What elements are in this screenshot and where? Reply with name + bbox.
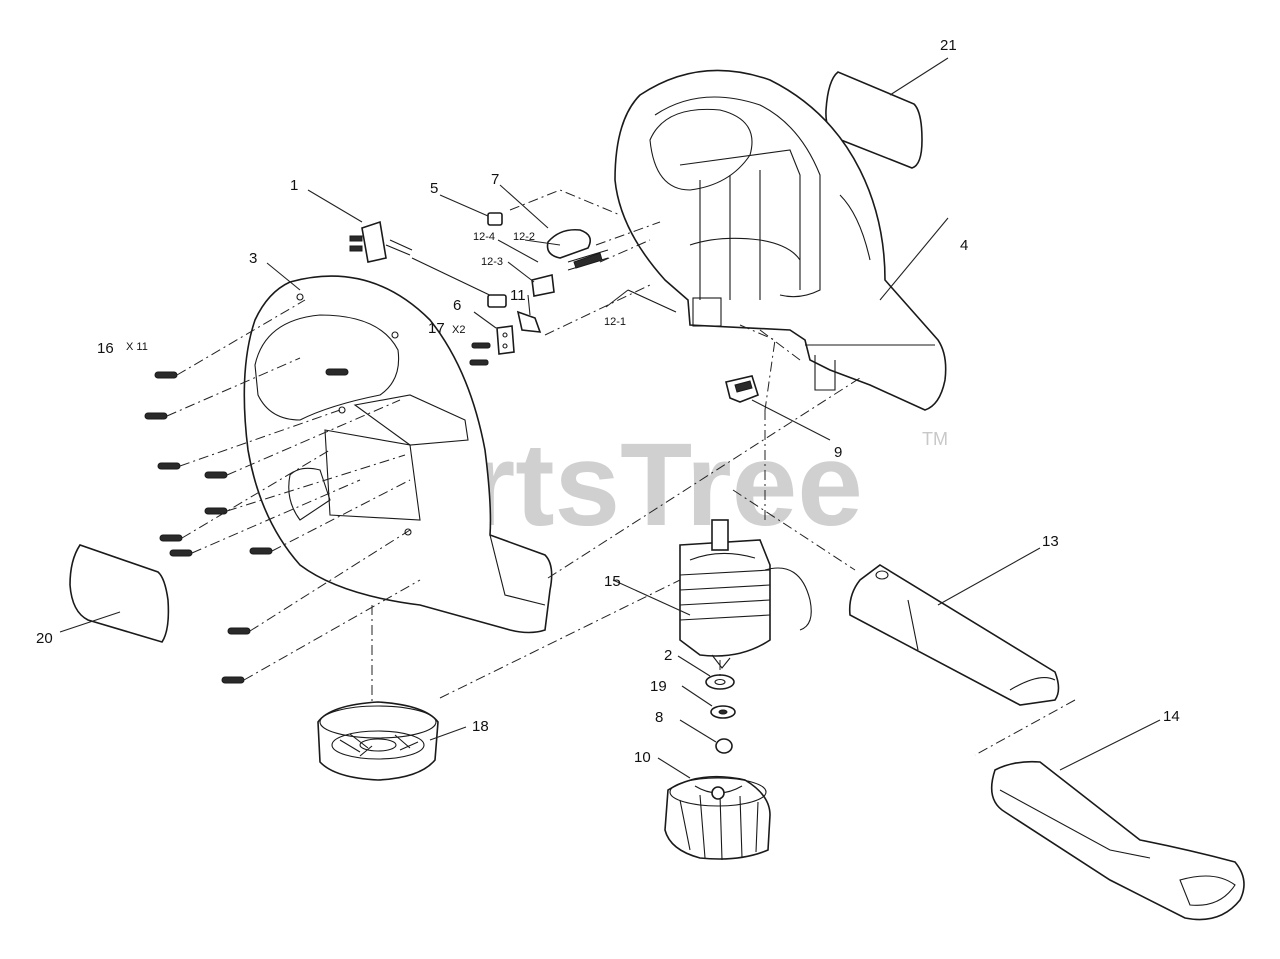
screw: [159, 534, 183, 542]
screw: [325, 368, 349, 376]
screw: [227, 627, 251, 635]
spacer-8: [715, 738, 733, 754]
switch-knob-7: [546, 228, 591, 259]
switch-body-11: [516, 310, 542, 333]
callout-12-3: 12-3: [481, 256, 503, 268]
callout-19: 19: [650, 678, 667, 695]
callout-8: 8: [655, 709, 663, 726]
screw-set-16: [144, 368, 349, 684]
callout-14: 14: [1163, 708, 1180, 725]
power-cord-plug-1: [349, 220, 507, 308]
callout-7: 7: [491, 171, 499, 188]
callout-11: 11: [510, 287, 526, 304]
screw: [144, 412, 168, 420]
motor-15: [679, 519, 812, 669]
screw: [204, 471, 228, 479]
callout-10: 10: [634, 749, 651, 766]
bracket-6: [496, 325, 515, 355]
callout-12-1: 12-1: [604, 316, 626, 328]
callout-1: 1: [290, 177, 298, 194]
callout-16: 16: [97, 340, 114, 357]
callout-17: 17: [428, 320, 445, 337]
blower-tube-13: [848, 564, 1060, 706]
callout-20: 20: [36, 630, 53, 647]
cord-clip-9: [725, 375, 759, 403]
screw: [169, 549, 193, 557]
fan-impeller-10: [664, 775, 771, 861]
label-decal-20: [69, 544, 170, 643]
callout-4: 4: [960, 237, 968, 254]
callout-5: 5: [430, 180, 438, 197]
label-decal-21: [825, 71, 923, 169]
callout-16-quantity: X 11: [126, 341, 148, 353]
screw: [157, 462, 181, 470]
callout-2: 2: [664, 647, 672, 664]
callout-3: 3: [249, 250, 257, 267]
concentrator-nozzle-14: [990, 760, 1245, 921]
callout-17-quantity: X2: [452, 324, 465, 336]
callout-9: 9: [834, 444, 842, 461]
switch-assembly: [487, 212, 609, 333]
callout-15: 15: [604, 573, 621, 590]
screw: [249, 547, 273, 555]
callout-18: 18: [472, 718, 489, 735]
screw: [154, 371, 178, 379]
screw-set-17: [469, 342, 491, 366]
nut-19: [710, 705, 736, 719]
housing-rear-half: [614, 69, 947, 411]
callout-13: 13: [1042, 533, 1059, 550]
washer-2: [705, 674, 735, 690]
switch-cover-5: [487, 212, 503, 226]
callout-12-2: 12-2: [513, 231, 535, 243]
callout-12-4: 12-4: [473, 231, 495, 243]
callout-21: 21: [940, 37, 957, 54]
base-grille-18: [317, 701, 439, 781]
screw: [221, 676, 245, 684]
callout-6: 6: [453, 297, 461, 314]
housing-front-half: [243, 275, 553, 634]
trademark-mark: TM: [922, 429, 948, 449]
